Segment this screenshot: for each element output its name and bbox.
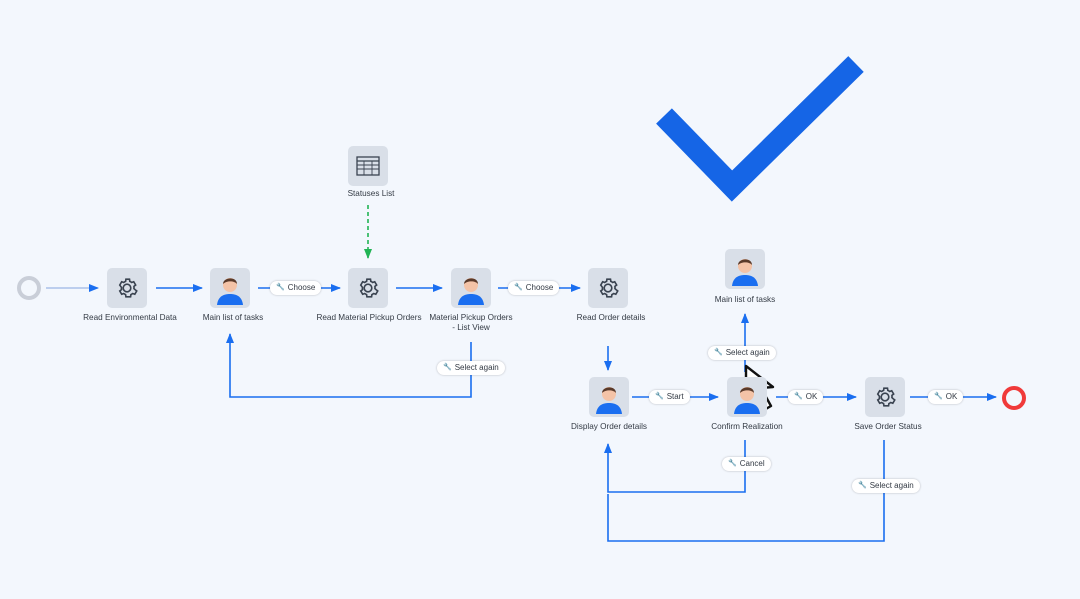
- checkmark-icon: [656, 56, 864, 202]
- user-icon: [217, 278, 243, 305]
- gear-icon: [599, 278, 619, 298]
- label-save-status: Save Order Status: [854, 422, 922, 431]
- label-main-tasks-2: Main list of tasks: [714, 295, 776, 304]
- edge-label-text: OK: [805, 392, 818, 401]
- label-read-env: Read Environmental Data: [83, 313, 177, 322]
- edge-label-ok-1[interactable]: 🔧 OK: [788, 390, 824, 404]
- node-main-tasks-2[interactable]: [725, 249, 765, 289]
- label-main-tasks: Main list of tasks: [202, 313, 264, 322]
- edge-label-text: Start: [666, 392, 684, 401]
- node-confirm[interactable]: [727, 377, 767, 417]
- end-event: [1002, 386, 1026, 410]
- start-event: [17, 276, 41, 300]
- user-icon: [732, 259, 758, 286]
- wrench-icon: 🔧: [714, 349, 723, 356]
- user-icon: [734, 387, 760, 414]
- table-icon: [356, 156, 380, 176]
- edge-list-select-again: [226, 333, 472, 398]
- edge-label-select-again-3[interactable]: 🔧 Select again: [852, 479, 920, 493]
- edge-label-text: Cancel: [739, 459, 765, 468]
- wrench-icon: 🔧: [934, 393, 943, 400]
- label-confirm: Confirm Realization: [711, 422, 783, 431]
- node-read-env[interactable]: [107, 268, 147, 308]
- node-save-status[interactable]: [865, 377, 905, 417]
- gear-icon: [876, 387, 896, 407]
- gear-icon: [118, 278, 138, 298]
- edge-label-select-again-2[interactable]: 🔧 Select again: [708, 346, 776, 360]
- edge-label-text: Select again: [725, 348, 770, 357]
- edge-label-choose-1[interactable]: 🔧 Choose: [270, 281, 322, 295]
- edge-label-text: Choose: [525, 283, 554, 292]
- node-pickup-list[interactable]: [451, 268, 491, 308]
- edge-label-start[interactable]: 🔧 Start: [649, 390, 690, 404]
- edge-label-text: OK: [945, 392, 958, 401]
- node-read-pickup[interactable]: [348, 268, 388, 308]
- edge-label-cancel[interactable]: 🔧 Cancel: [722, 457, 771, 471]
- flow-edges: [46, 284, 997, 542]
- wrench-icon: 🔧: [514, 284, 523, 291]
- edge-label-text: Select again: [869, 481, 914, 490]
- label-read-order: Read Order details: [576, 313, 646, 322]
- label-read-pickup: Read Material Pickup Orders: [316, 313, 422, 322]
- edge-label-select-again-1[interactable]: 🔧 Select again: [437, 361, 505, 375]
- edge-label-text: Select again: [454, 363, 499, 372]
- user-icon: [596, 387, 622, 414]
- node-read-order[interactable]: [588, 268, 628, 308]
- label-pickup-list: Material Pickup Orders - List View: [429, 313, 513, 332]
- wrench-icon: 🔧: [443, 364, 452, 371]
- wrench-icon: 🔧: [276, 284, 285, 291]
- node-main-tasks[interactable]: [210, 268, 250, 308]
- wrench-icon: 🔧: [858, 482, 867, 489]
- user-icon: [458, 278, 484, 305]
- wrench-icon: 🔧: [655, 393, 664, 400]
- edge-label-text: Choose: [287, 283, 316, 292]
- node-statuses-list[interactable]: [348, 146, 388, 186]
- label-statuses-list: Statuses List: [347, 189, 395, 198]
- node-display-order[interactable]: [589, 377, 629, 417]
- wrench-icon: 🔧: [794, 393, 803, 400]
- wrench-icon: 🔧: [728, 460, 737, 467]
- label-display-order: Display Order details: [571, 422, 647, 431]
- gear-icon: [359, 278, 379, 298]
- edge-label-choose-2[interactable]: 🔧 Choose: [508, 281, 560, 295]
- edge-save-select-again: [607, 440, 885, 542]
- edge-label-ok-2[interactable]: 🔧 OK: [928, 390, 964, 404]
